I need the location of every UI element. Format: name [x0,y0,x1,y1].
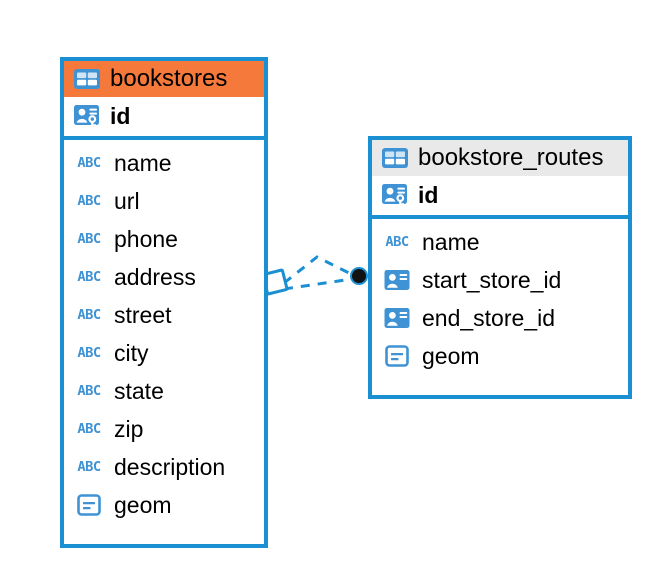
field-row-url[interactable]: ABC url [64,182,264,220]
abc-icon: ABC [385,234,409,250]
field-row-description[interactable]: ABC description [64,448,264,486]
abc-icon: ABC [77,269,101,285]
table-icon [381,146,409,170]
filled-circle-marker [350,267,368,285]
primary-key-row-bookstore-routes[interactable]: id [372,176,628,219]
entity-title: bookstore_routes [418,144,604,171]
field-label: zip [114,415,144,442]
field-row-city[interactable]: ABC city [64,334,264,372]
primary-key-label: id [418,181,439,208]
field-row-geom[interactable]: geom [64,486,264,524]
abc-icon: ABC [77,231,101,247]
primary-key-label: id [110,102,131,129]
field-label: url [114,187,140,214]
foreign-key-icon [381,269,413,291]
entity-header-bookstores[interactable]: bookstores [64,61,264,97]
field-row-address[interactable]: ABC address [64,258,264,296]
abc-icon: ABC [77,307,101,323]
field-label: street [114,301,172,328]
abc-icon: ABC [77,421,101,437]
abc-icon: ABC [77,459,101,475]
entity-bookstore-routes[interactable]: bookstore_routes id ABC [368,136,632,399]
field-row-name[interactable]: ABC name [372,223,628,261]
entity-header-bookstore-routes[interactable]: bookstore_routes [372,140,628,176]
primary-key-icon [73,103,101,129]
field-row-zip[interactable]: ABC zip [64,410,264,448]
field-row-geom[interactable]: geom [372,337,628,375]
primary-key-icon [381,182,409,208]
field-label: phone [114,225,178,252]
abc-icon: ABC [77,383,101,399]
field-label: geom [114,491,172,518]
field-row-start-store-id[interactable]: start_store_id [372,261,628,299]
field-label: name [422,228,480,255]
geometry-icon [381,345,413,367]
field-row-name[interactable]: ABC name [64,144,264,182]
field-row-state[interactable]: ABC state [64,372,264,410]
table-icon [73,67,101,91]
primary-key-row-bookstores[interactable]: id [64,97,264,140]
abc-icon: ABC [77,155,101,171]
entity-bookstores[interactable]: bookstores id ABC [60,57,268,548]
field-list-bookstore-routes: ABC name start_store_id [372,219,628,395]
field-label: geom [422,342,480,369]
field-label: start_store_id [422,266,562,293]
relationship-line-upper [283,255,354,285]
field-row-end-store-id[interactable]: end_store_id [372,299,628,337]
field-row-street[interactable]: ABC street [64,296,264,334]
entity-title: bookstores [110,65,228,92]
field-row-phone[interactable]: ABC phone [64,220,264,258]
field-label: end_store_id [422,304,555,331]
field-label: address [114,263,196,290]
field-list-bookstores: ABC name ABC url ABC phone ABC address A… [64,140,264,544]
abc-icon: ABC [77,193,101,209]
relationship-line-lower [283,277,353,291]
abc-icon: ABC [77,345,101,361]
field-label: description [114,453,226,480]
foreign-key-icon [381,307,413,329]
field-label: city [114,339,149,366]
field-label: name [114,149,172,176]
geometry-icon [73,494,105,516]
field-label: state [114,377,164,404]
